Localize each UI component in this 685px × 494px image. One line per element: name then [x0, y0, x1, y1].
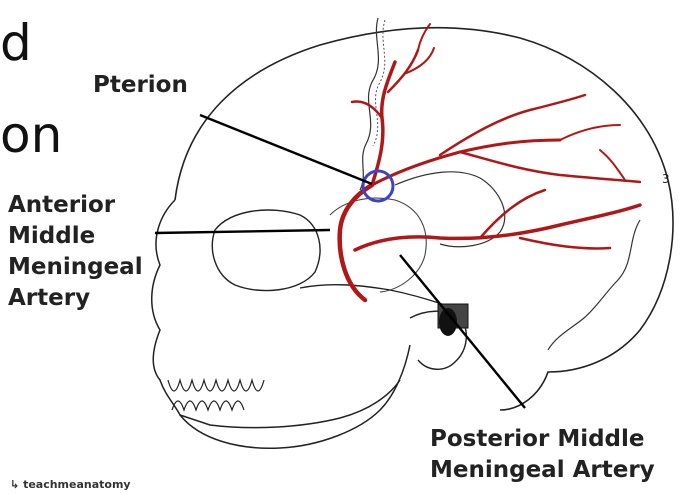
pterion-label: Pterion [93, 70, 188, 101]
posterior-mma-label: Posterior Middle Meningeal Artery [430, 424, 655, 486]
zygomatic-arch [300, 285, 445, 305]
artery-trunk [340, 185, 372, 300]
orbit [212, 210, 320, 291]
pterion-leader [200, 115, 372, 184]
anterior-mma-label: Anterior Middle Meningeal Artery [8, 190, 143, 314]
logo-icon: ↳ [10, 478, 19, 491]
cranium-outline [175, 28, 673, 410]
anterior-leader [155, 230, 330, 233]
teachmeanatomy-logo: ↳ teachmeanatomy [10, 478, 131, 491]
face-outline [152, 200, 400, 428]
teeth [168, 380, 264, 410]
posterior-branch [355, 205, 640, 250]
suture-number: 3 [662, 172, 670, 186]
lambdoid-suture [548, 220, 640, 350]
mandible [180, 345, 410, 448]
posterior-leader [400, 255, 525, 408]
anterior-branch [372, 62, 395, 185]
